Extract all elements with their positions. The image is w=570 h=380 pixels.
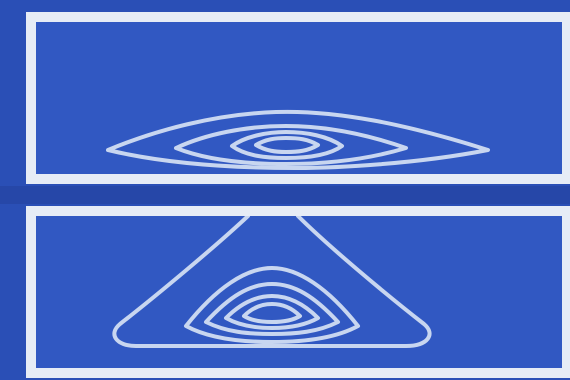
panel-divider (0, 186, 570, 204)
peaked-contour-panel (26, 206, 570, 378)
innermost-contour (256, 138, 318, 152)
inner-contour (232, 132, 342, 158)
peaked-triangle-contour-icon (36, 216, 562, 368)
innermost-ring-contour (244, 304, 300, 322)
flat-eye-contour-icon (36, 22, 562, 174)
flat-contour-panel (26, 12, 570, 184)
